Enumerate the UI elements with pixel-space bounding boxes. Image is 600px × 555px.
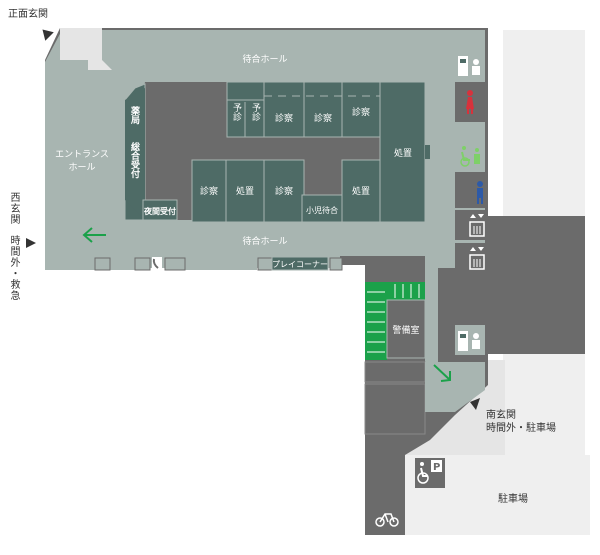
south-wing-room — [364, 361, 426, 383]
pediatric-waiting-room[interactable] — [301, 194, 343, 223]
exam-room-label: 診察 — [275, 185, 293, 197]
corridor-segment — [185, 256, 257, 270]
accessible-restroom-area — [455, 140, 485, 170]
play-corner[interactable] — [271, 256, 329, 271]
general-reception-label: 総合受付 — [129, 141, 140, 179]
atm-icon[interactable] — [458, 331, 480, 351]
pre-exam-label: 予診 — [231, 103, 242, 122]
exam-room[interactable] — [263, 81, 305, 138]
kiosk-box — [134, 257, 151, 271]
treatment-room[interactable] — [341, 159, 381, 223]
treatment-room[interactable] — [225, 159, 265, 223]
entrance-vestibule — [60, 28, 112, 70]
kiosk-box — [94, 257, 111, 271]
exam-room[interactable] — [263, 159, 305, 223]
exam-room-label: 診察 — [275, 112, 293, 124]
atm-icon[interactable] — [458, 56, 480, 76]
stairs — [365, 282, 387, 360]
night-reception-label: 夜間受付 — [143, 206, 176, 216]
entrance-hall-label-2: ホール — [68, 162, 95, 173]
elevator-icon[interactable] — [469, 247, 485, 270]
exam-room-label: 診察 — [352, 106, 370, 118]
night-reception-room[interactable] — [142, 199, 178, 221]
pre-exam-label: 予診 — [250, 103, 261, 122]
south-entrance-label: 南玄関 — [486, 410, 516, 421]
south-corridor — [425, 362, 485, 412]
stairs-upper — [387, 282, 425, 300]
bicycle-parking-space — [372, 502, 402, 532]
treatment-room-label: 処置 — [236, 185, 254, 197]
corridor-segment — [45, 256, 95, 270]
exam-room[interactable] — [341, 81, 381, 138]
bicycle-icon[interactable] — [375, 513, 399, 527]
exam-room[interactable] — [303, 81, 343, 138]
treatment-room-label: 処置 — [394, 147, 412, 159]
kiosk-box — [329, 257, 343, 271]
phone-icon[interactable] — [152, 257, 162, 270]
female-restroom-icon[interactable] — [466, 90, 474, 114]
entrance-hall-label: エントランス — [55, 149, 109, 160]
male-restroom-icon[interactable] — [477, 181, 483, 204]
exam-room-label: 診察 — [314, 112, 332, 124]
front-entrance-label: 正面玄関 — [8, 9, 48, 20]
security-room[interactable] — [386, 299, 426, 359]
west-after-hours-label: 時間外・救急 — [8, 235, 19, 301]
front-entrance-marker-icon — [42, 29, 54, 41]
exam-room[interactable] — [191, 159, 227, 223]
treatment-room[interactable] — [379, 81, 426, 223]
waiting-hall-top-label: 待合ホール — [242, 53, 287, 65]
security-room-label: 警備室 — [392, 324, 419, 336]
stair-lines — [367, 284, 420, 353]
exam-room-label: 診察 — [200, 185, 218, 197]
kiosk-box — [257, 257, 273, 271]
reception-counter-fill — [125, 88, 145, 220]
south-after-hours-label: 時間外・駐車場 — [486, 423, 556, 434]
accessible-parking-icon[interactable]: P — [417, 460, 442, 484]
south-wing-room — [364, 383, 426, 435]
green-arrow-diagonal-icon — [433, 364, 451, 382]
south-entrance-marker-icon — [470, 398, 480, 410]
waiting-hall-bottom-label: 待合ホール — [242, 235, 287, 247]
kiosk-box — [164, 257, 186, 271]
accessible-restroom-icon[interactable] — [460, 146, 480, 167]
west-entrance-marker-icon — [26, 238, 36, 248]
svg-text:P: P — [433, 462, 440, 473]
parking-label: 駐車場 — [498, 494, 528, 505]
pharmacy-label: 薬局 — [129, 105, 140, 125]
pediatric-waiting-label: 小児待合 — [306, 205, 338, 215]
play-corner-label: プレイコーナー — [272, 260, 328, 269]
corridor-segment — [110, 256, 135, 270]
green-arrow-left-icon — [82, 227, 106, 243]
elevator-icon[interactable] — [469, 214, 485, 237]
west-entrance-label: 西玄関 — [8, 192, 19, 225]
treatment-room-label: 処置 — [352, 185, 370, 197]
